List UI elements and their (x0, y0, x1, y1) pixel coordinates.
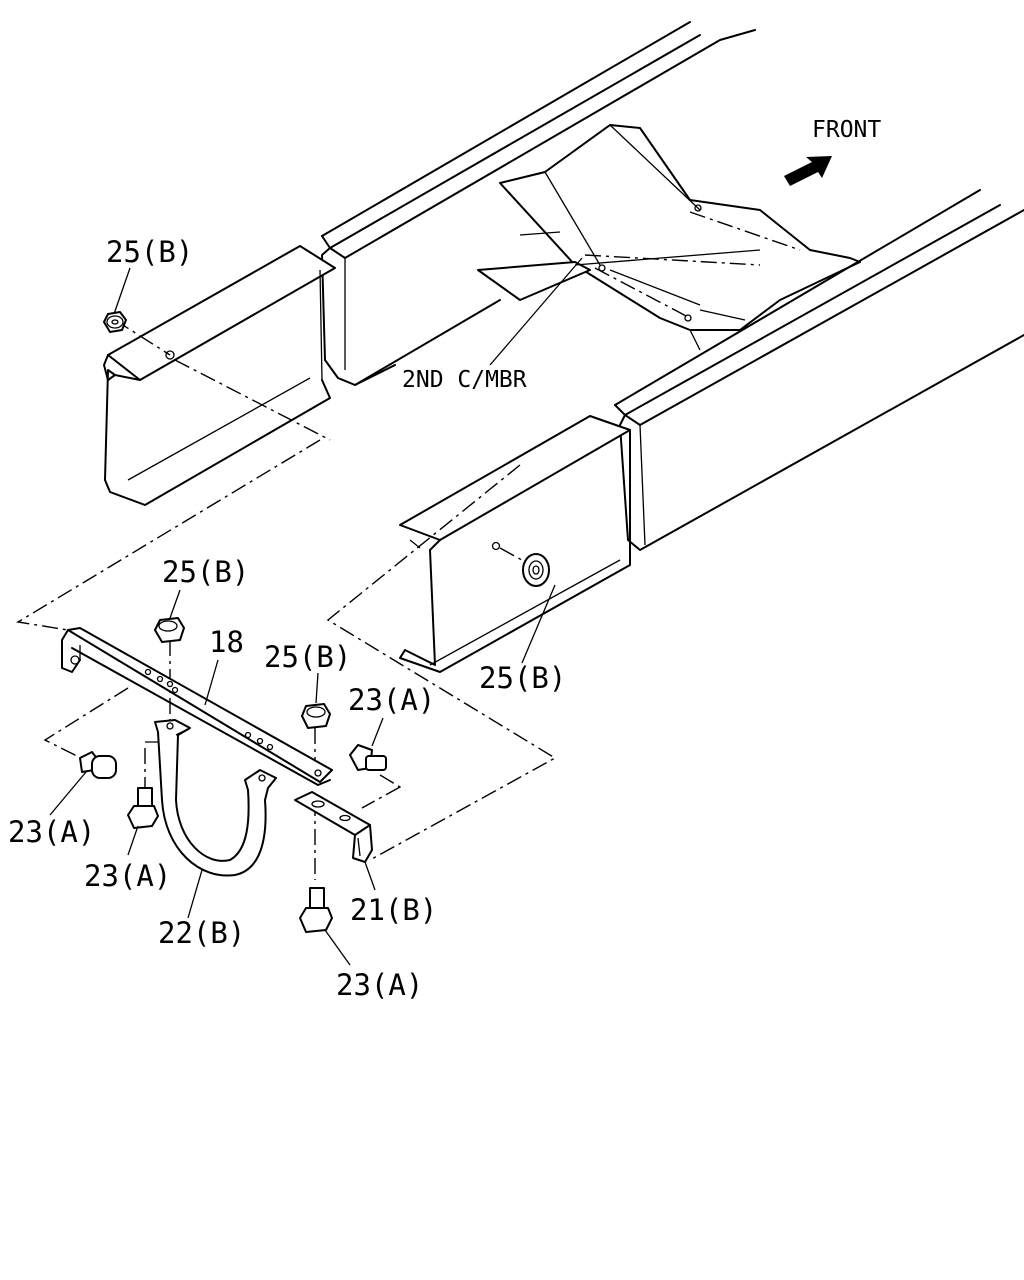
nut-top-left (103, 311, 127, 333)
crossmember-label: 2ND C/MBR (402, 367, 527, 393)
callout-nut-center: 25(B) (162, 555, 249, 589)
front-arrow-icon (784, 156, 832, 186)
nut-center (154, 617, 185, 643)
callout-bolt-center: 23(A) (84, 859, 171, 893)
nut-right-bracket (301, 703, 331, 729)
callout-bolt-bottom: 23(A) (336, 968, 423, 1002)
left-frame-end (103, 245, 336, 506)
stay-bracket-18 (61, 627, 333, 786)
bolt-center (127, 787, 159, 829)
right-frame-end (399, 415, 631, 673)
callout-nut-right-bracket: 25(B) (264, 640, 351, 674)
callout-bracket-21: 21(B) (350, 893, 437, 927)
callout-bolt-left: 23(A) (8, 815, 95, 849)
bolt-left (79, 751, 117, 779)
front-label: FRONT (812, 117, 881, 143)
crossmember (477, 124, 861, 351)
leader-lines (49, 257, 583, 966)
callout-stay-18: 18 (209, 625, 244, 659)
band-clamp-22 (154, 719, 277, 877)
bolt-right-upper (349, 744, 387, 771)
callout-band-22: 22(B) (158, 916, 245, 950)
right-frame-rail (614, 189, 1024, 551)
callout-nut-top-left: 25(B) (106, 235, 193, 269)
bolt-bottom (299, 887, 333, 933)
extension-lines (15, 319, 557, 880)
bracket-21 (294, 791, 373, 863)
callout-nut-frame-right: 25(B) (479, 661, 566, 695)
nut-frame-right (522, 553, 550, 587)
left-frame-rail (321, 21, 756, 386)
callout-bolt-right-upper: 23(A) (348, 683, 435, 717)
